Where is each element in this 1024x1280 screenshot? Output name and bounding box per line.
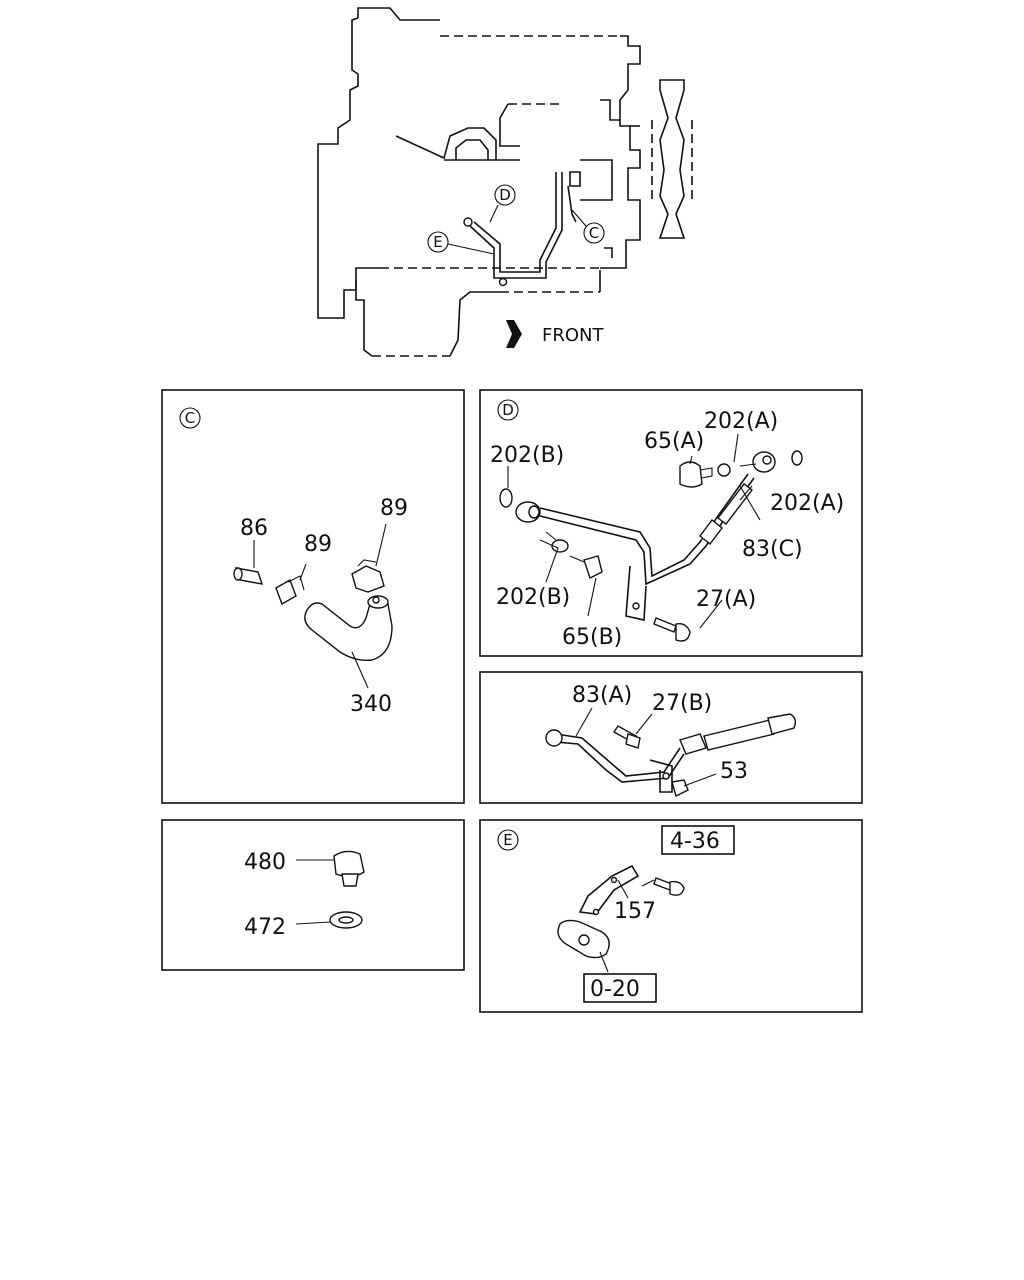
panel-e: E 4-36 0-20 157 [479, 819, 863, 1013]
label-83a: 83(A) [572, 683, 632, 708]
label-89-left: 89 [304, 532, 332, 557]
label-472: 472 [244, 915, 286, 940]
panel-plug: 480 472 [161, 819, 465, 971]
label-340: 340 [350, 692, 392, 717]
label-202b-top: 202(B) [490, 443, 564, 468]
label-89-right: 89 [380, 496, 408, 521]
label-27a: 27(A) [696, 587, 756, 612]
panel-d-marker: D [502, 401, 514, 419]
label-86: 86 [240, 516, 268, 541]
engine-overview: D E C FRONT [317, 7, 693, 357]
label-202a-top: 202(A) [704, 409, 778, 434]
label-53: 53 [720, 759, 748, 784]
panel-pipe-83a: 83(A) 27(B) 53 [479, 671, 863, 804]
panel-c: C 86 89 89 340 [161, 389, 465, 804]
ref-4-36: 4-36 [670, 829, 720, 854]
ref-0-20: 0-20 [590, 977, 640, 1002]
front-arrow-icon [506, 320, 522, 348]
label-157: 157 [614, 899, 656, 924]
callout-c: C [589, 224, 599, 242]
panel-e-marker: E [503, 831, 512, 849]
callout-e: E [433, 233, 442, 251]
label-27b: 27(B) [652, 691, 712, 716]
panel-c-marker: C [185, 409, 195, 427]
front-label: FRONT [542, 325, 604, 346]
label-83c: 83(C) [742, 537, 803, 562]
label-202a-right: 202(A) [770, 491, 844, 516]
label-202b-bottom: 202(B) [496, 585, 570, 610]
label-65a: 65(A) [644, 429, 704, 454]
label-480: 480 [244, 850, 286, 875]
label-65b: 65(B) [562, 625, 622, 650]
panel-d: D [479, 389, 863, 657]
callout-d: D [499, 186, 511, 204]
